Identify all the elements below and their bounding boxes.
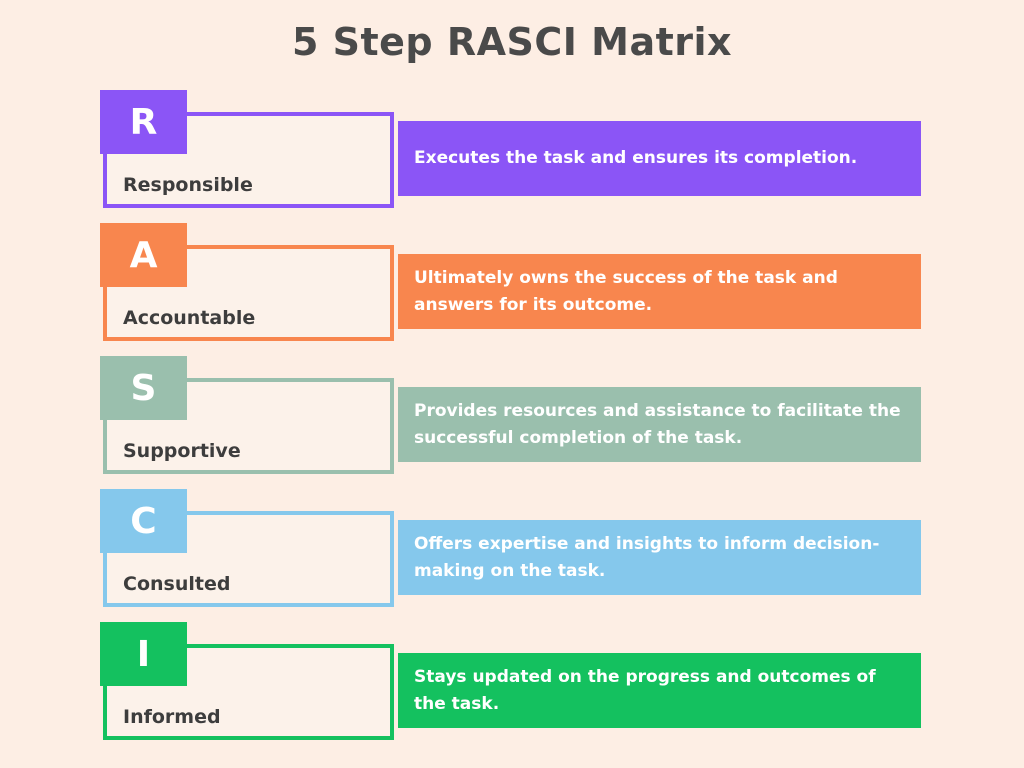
rasci-row-supportive: S Supportive Provides resources and assi… (0, 356, 1024, 489)
description-text: Ultimately owns the success of the task … (414, 268, 838, 315)
role-label: Responsible (123, 174, 253, 196)
letter-badge: A (100, 223, 187, 287)
description-text: Executes the task and ensures its comple… (414, 148, 858, 169)
letter-badge: R (100, 90, 187, 154)
role-label: Accountable (123, 307, 256, 329)
page-title: 5 Step RASCI Matrix (291, 20, 733, 64)
description-text: Offers expertise and insights to inform … (414, 534, 880, 581)
rasci-row-responsible: R Responsible Executes the task and ensu… (0, 90, 1024, 223)
rasci-rows: R Responsible Executes the task and ensu… (0, 90, 1024, 755)
rasci-row-consulted: C Consulted Offers expertise and insight… (0, 489, 1024, 622)
role-label: Consulted (123, 573, 231, 595)
description-bar: Offers expertise and insights to inform … (398, 520, 921, 595)
description-bar: Stays updated on the progress and outcom… (398, 653, 921, 728)
description-text: Stays updated on the progress and outcom… (414, 667, 876, 714)
letter-badge: C (100, 489, 187, 553)
description-bar: Ultimately owns the success of the task … (398, 254, 921, 329)
role-label: Supportive (123, 440, 241, 462)
label-box: Responsible (103, 112, 394, 208)
role-label: Informed (123, 706, 221, 728)
letter-badge: S (100, 356, 187, 420)
rasci-row-informed: I Informed Stays updated on the progress… (0, 622, 1024, 755)
description-text: Provides resources and assistance to fac… (414, 401, 901, 448)
description-bar: Provides resources and assistance to fac… (398, 387, 921, 462)
rasci-row-accountable: A Accountable Ultimately owns the succes… (0, 223, 1024, 356)
letter-badge: I (100, 622, 187, 686)
description-bar: Executes the task and ensures its comple… (398, 121, 921, 196)
